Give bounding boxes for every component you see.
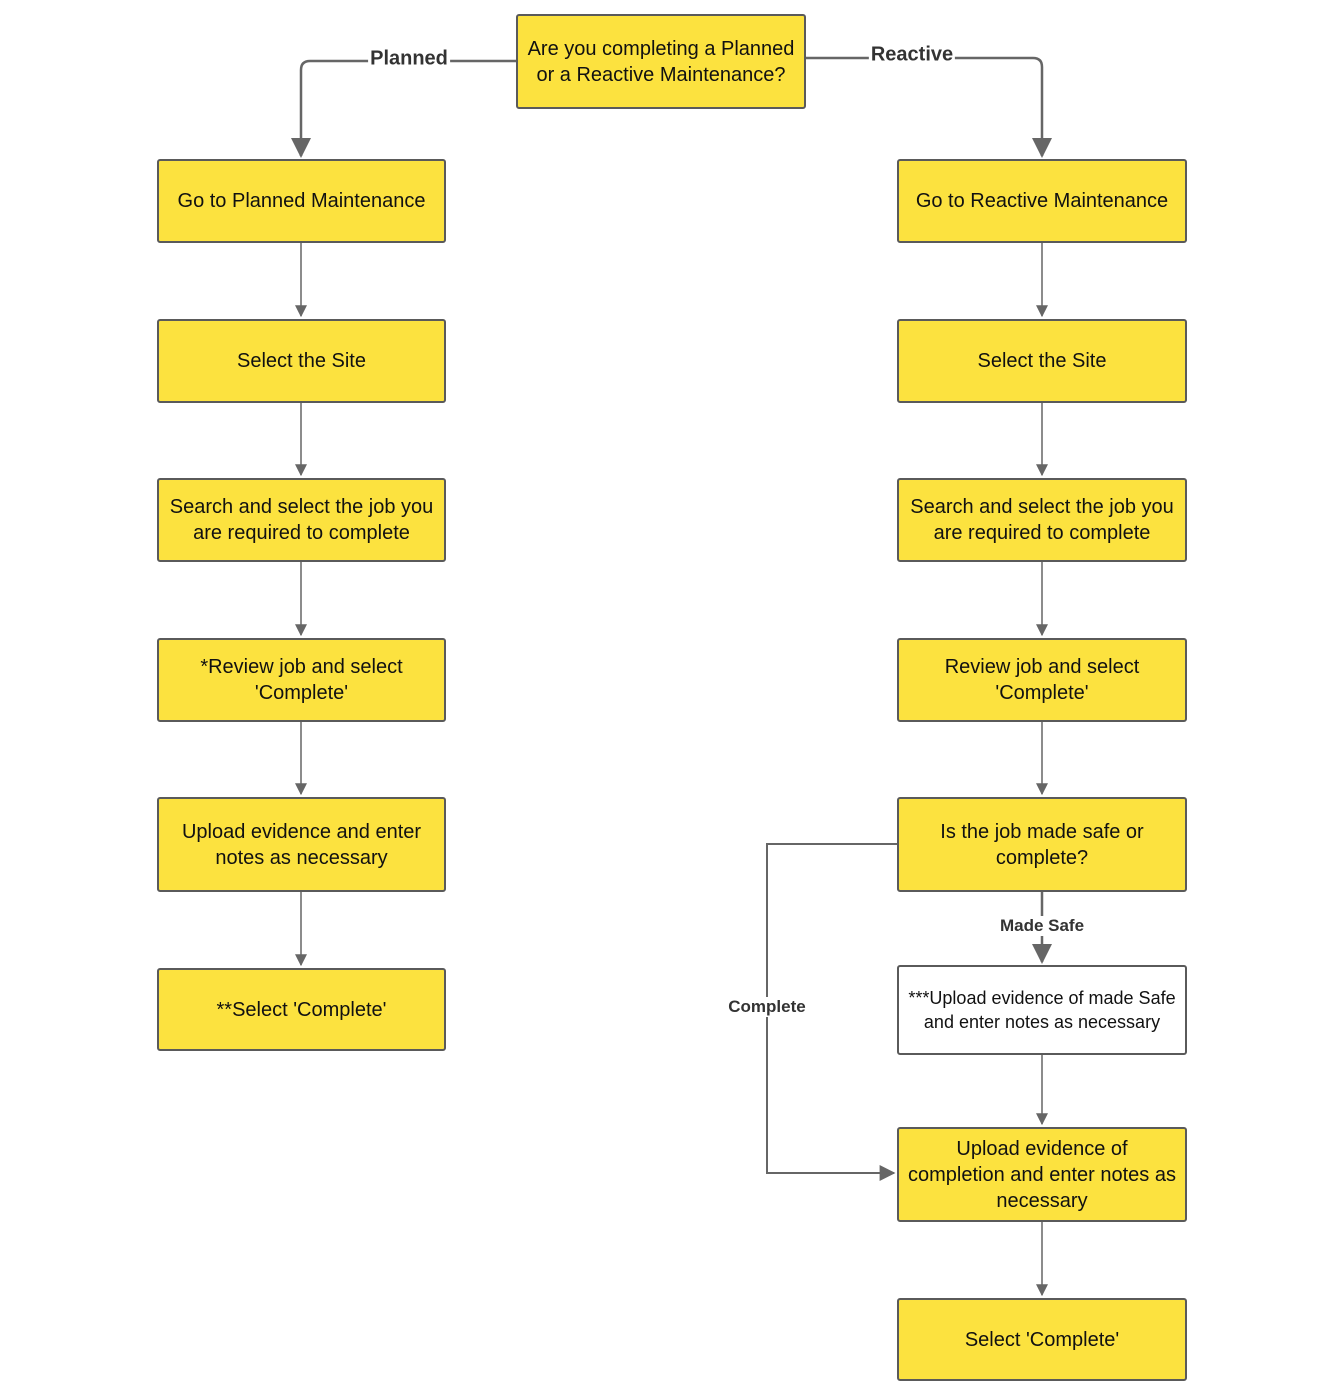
- node-reactive-go-to: Go to Reactive Maintenance: [897, 159, 1187, 243]
- node-reactive-search-job-text: Search and select the job you are requir…: [910, 496, 1174, 544]
- node-reactive-select-complete: Select 'Complete': [897, 1298, 1187, 1381]
- node-reactive-decision: Is the job made safe or complete?: [897, 797, 1187, 892]
- node-planned-go-to-text: Go to Planned Maintenance: [177, 190, 426, 212]
- node-reactive-upload-completion: Upload evidence of completion and enter …: [897, 1127, 1187, 1222]
- node-planned-search-job: Search and select the job you are requir…: [157, 478, 446, 562]
- node-reactive-upload-completion-text: Upload evidence of completion and enter …: [908, 1137, 1176, 1212]
- node-reactive-select-site: Select the Site: [897, 319, 1187, 403]
- edge-label-reactive: Reactive: [868, 43, 956, 67]
- node-reactive-select-site-text: Select the Site: [977, 350, 1107, 372]
- node-planned-select-site: Select the Site: [157, 319, 446, 403]
- edge-label-made-safe: Made Safe: [997, 916, 1087, 936]
- node-reactive-upload-safe-text: ***Upload evidence of made Safe and ente…: [908, 988, 1176, 1032]
- node-reactive-review: Review job and select 'Complete': [897, 638, 1187, 722]
- edge-start-to-planned: [291, 59, 516, 158]
- edge-start-to-reactive: [805, 56, 1052, 158]
- node-planned-review: *Review job and select 'Complete': [157, 638, 446, 722]
- node-reactive-select-complete-text: Select 'Complete': [964, 1328, 1120, 1351]
- node-reactive-upload-safe: ***Upload evidence of made Safe and ente…: [897, 965, 1187, 1055]
- node-planned-select-site-text: Select the Site: [237, 350, 366, 372]
- node-reactive-search-job: Search and select the job you are requir…: [897, 478, 1187, 562]
- node-reactive-decision-text: Is the job made safe or complete?: [940, 820, 1144, 869]
- node-planned-search-job-text: Search and select the job you are requir…: [169, 496, 434, 544]
- edge-label-planned: Planned: [368, 47, 450, 71]
- node-start-question: Are you completing a Planned or a Reacti…: [516, 14, 806, 109]
- node-planned-upload: Upload evidence and enter notes as neces…: [157, 797, 446, 892]
- node-reactive-review-text: Review job and select 'Complete': [944, 656, 1140, 704]
- node-planned-go-to: Go to Planned Maintenance: [157, 159, 446, 243]
- node-planned-select-complete-text: **Select 'Complete': [216, 998, 387, 1021]
- node-planned-review-text: *Review job and select 'Complete': [200, 656, 403, 704]
- edge-label-complete: Complete: [726, 997, 808, 1017]
- node-reactive-go-to-text: Go to Reactive Maintenance: [915, 190, 1169, 212]
- node-planned-upload-text: Upload evidence and enter notes as neces…: [181, 820, 422, 869]
- node-planned-select-complete: **Select 'Complete': [157, 968, 446, 1051]
- node-start-question-text: Are you completing a Planned or a Reacti…: [527, 37, 795, 86]
